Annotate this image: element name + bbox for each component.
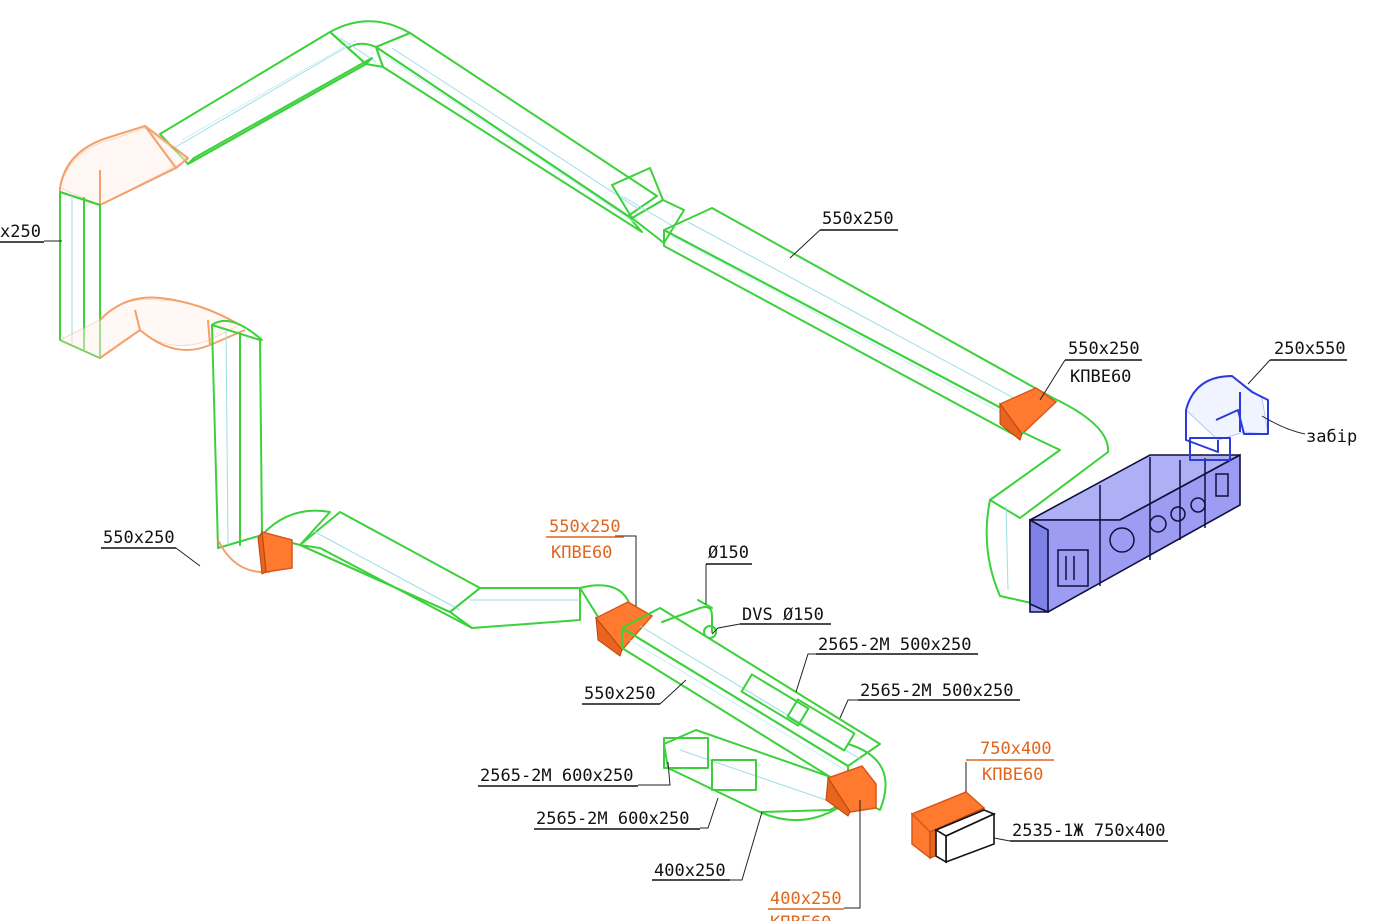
label-grille-1: 2565-2M 500x250 (816, 635, 978, 655)
label-text: 550x250 (584, 684, 656, 704)
label-type: КПВЕ60 (770, 913, 831, 921)
label-type: КПВЕ60 (1070, 367, 1131, 387)
label-lower-duct: 550x250 (582, 684, 660, 705)
label-fire-valve: 750x400 КПВЕ60 (966, 739, 1054, 785)
label-text: 2565-2M 600x250 (536, 809, 690, 829)
label-grille-3: 2565-2M 600x250 (478, 766, 638, 787)
label-diameter: Ø150 (706, 543, 752, 565)
label-text: DVS Ø150 (742, 605, 824, 625)
label-size: 250x550 (1274, 339, 1346, 359)
label-grille-2: 2565-2M 500x250 (858, 681, 1020, 701)
label-text: 550x250 (103, 528, 175, 548)
label-bottom-valve: 400x250 КПВЕ60 (768, 889, 844, 921)
label-intake: 250x550 забір (1270, 339, 1357, 447)
label-text: x250 (0, 222, 41, 242)
label-size: 550x250 (1068, 339, 1140, 359)
label-size: 750x400 (980, 739, 1052, 759)
label-louvre: 2535-1Ж 750x400 (1010, 821, 1168, 842)
label-bottom-duct: 400x250 (652, 861, 730, 881)
label-text: 2565-2M 500x250 (860, 681, 1014, 701)
label-grille-4: 2565-2M 600x250 (534, 809, 700, 830)
label-text: 2535-1Ж 750x400 (1012, 821, 1166, 841)
label-text: Ø150 (708, 543, 749, 563)
label-type: КПВЕ60 (551, 543, 612, 563)
label-text: 2565-2M 500x250 (818, 635, 972, 655)
label-text: 400x250 (654, 861, 726, 881)
round-duct-150 (661, 599, 717, 639)
label-type: КПВЕ60 (982, 765, 1043, 785)
duct-right-elbow (985, 397, 1110, 605)
louvre-grille (934, 809, 997, 864)
label-left-partial: x250 (0, 222, 44, 243)
label-top-main: 550x250 (820, 209, 898, 231)
label-size: 550x250 (549, 517, 621, 537)
label-dvs: DVS Ø150 (740, 605, 831, 625)
label-note: забір (1306, 427, 1357, 447)
label-size: 400x250 (770, 889, 842, 909)
leader-lines (44, 229, 1306, 909)
air-handling-unit (1029, 453, 1241, 614)
label-text: 550x250 (822, 209, 894, 229)
fire-damper-left (257, 530, 293, 575)
label-mid-left: 550x250 (101, 528, 176, 549)
fire-damper-bottom (825, 765, 877, 817)
duct-bottom-run (663, 729, 869, 821)
fire-damper-right (998, 387, 1058, 441)
duct-top-run (159, 20, 1054, 439)
elbow-mid-left (58, 296, 246, 359)
air-intake (1185, 375, 1269, 461)
label-text: 2565-2M 600x250 (480, 766, 634, 786)
label-right-valve: 550x250 КПВЕ60 (1065, 339, 1142, 387)
elbow-top-left (59, 125, 189, 206)
label-mid-valve: 550x250 КПВЕ60 (546, 517, 624, 563)
